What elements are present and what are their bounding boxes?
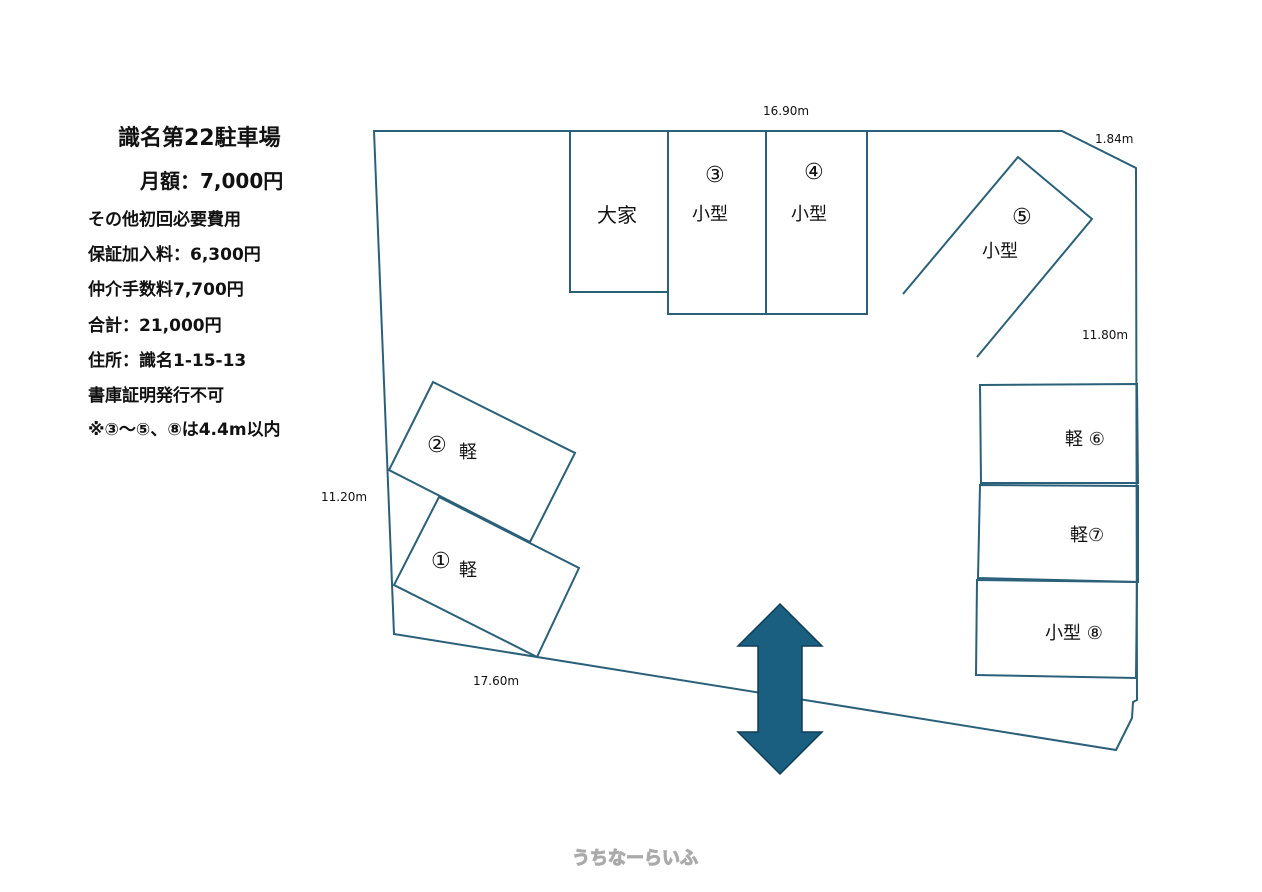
info-line: 住所：識名1-15-13 <box>88 351 247 371</box>
space-7-label: 軽⑦ <box>1070 525 1104 546</box>
space-4-num: ④ <box>804 160 824 185</box>
space-3 <box>667 131 767 315</box>
parking-title: 識名第22駐車場 <box>118 126 281 151</box>
space-4-type: 小型 <box>791 204 827 225</box>
space-6 <box>978 382 1140 484</box>
monthly-fee: 月額：7,000円 <box>140 169 284 193</box>
dim-right: 11.80m <box>1082 328 1128 342</box>
lot-boundary <box>372 130 1139 752</box>
dim-top-right: 1.84m <box>1095 132 1133 146</box>
space-1 <box>392 495 581 659</box>
space-2-num: ② <box>427 433 447 458</box>
space-2 <box>387 380 577 544</box>
space-8-label: 小型 ⑧ <box>1045 623 1103 644</box>
space-1-num: ① <box>431 549 451 574</box>
entrance-arrow-icon <box>736 602 824 776</box>
space-1-type: 軽 <box>459 560 477 581</box>
space-4 <box>766 131 868 315</box>
space-5-type: 小型 <box>982 241 1018 262</box>
dim-left: 11.20m <box>321 490 367 504</box>
dim-top: 16.90m <box>763 104 809 118</box>
space-7 <box>976 483 1139 584</box>
info-line: ※③～⑤、⑧は4.4m以内 <box>88 420 281 440</box>
owner-label: 大家 <box>597 203 637 227</box>
space-5-num: ⑤ <box>1012 205 1032 230</box>
space-6-label: 軽 ⑥ <box>1065 429 1105 450</box>
info-line: 保証加入料：6,300円 <box>88 245 261 265</box>
space-3-type: 小型 <box>692 204 728 225</box>
watermark-logo: うちなーらいふ <box>572 848 699 870</box>
info-line: 合計：21,000円 <box>88 316 222 336</box>
space-3-num: ③ <box>705 163 725 188</box>
info-line: その他初回必要費用 <box>88 210 241 230</box>
info-line: 書庫証明発行不可 <box>88 386 224 406</box>
space-8 <box>974 578 1139 680</box>
space-5 <box>902 155 1094 358</box>
info-line: 仲介手数料7,700円 <box>88 280 244 300</box>
space-2-type: 軽 <box>459 442 477 463</box>
dim-bottom: 17.60m <box>473 674 519 688</box>
space-owner <box>569 131 668 293</box>
